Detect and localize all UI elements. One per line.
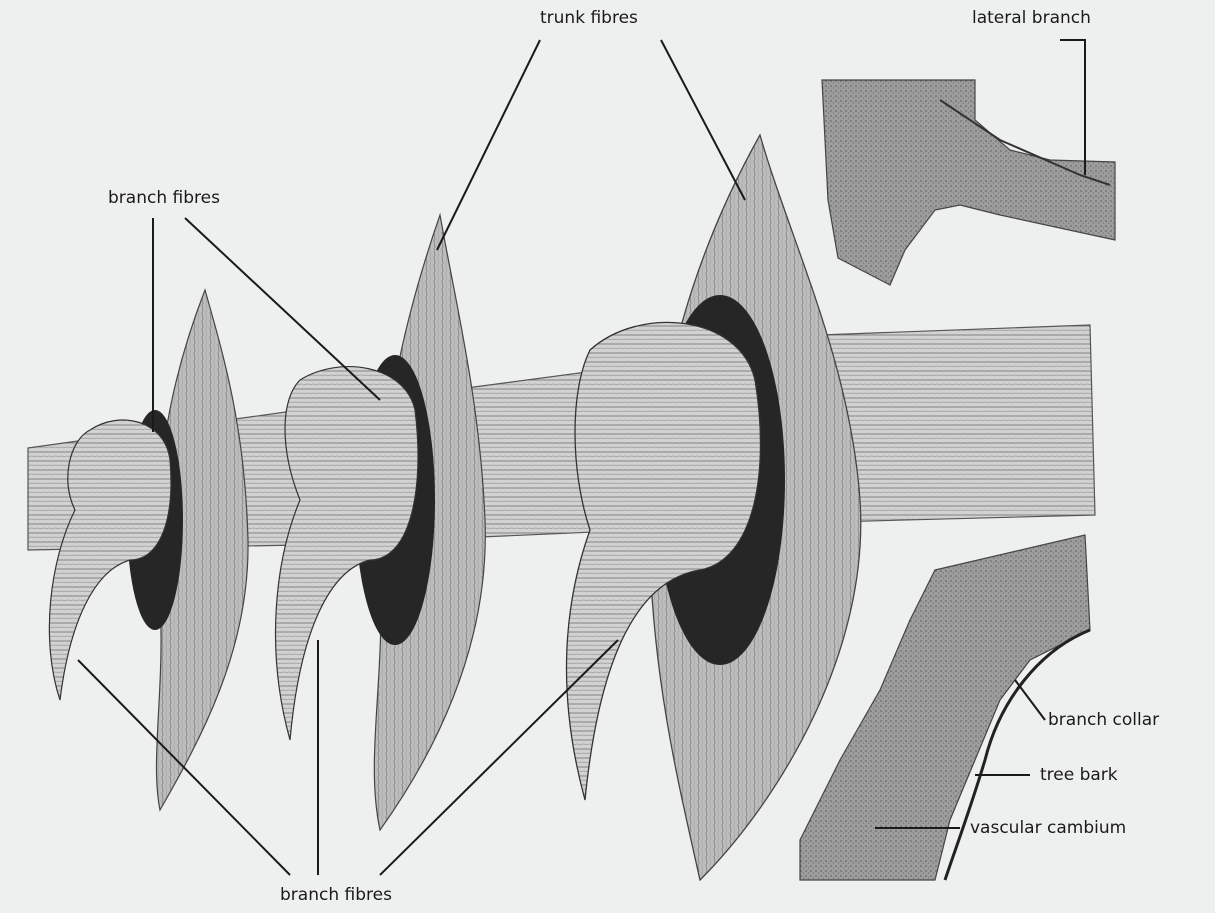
label-branch-fibres-top: branch fibres	[108, 188, 220, 208]
label-branch-collar: branch collar	[1048, 710, 1159, 730]
label-tree-bark: tree bark	[1040, 765, 1118, 785]
leader-trunk-fibres-right	[661, 40, 745, 200]
label-lateral-branch: lateral branch	[972, 8, 1091, 28]
label-vascular-cambium: vascular cambium	[970, 818, 1126, 838]
leader-branch-collar	[1015, 680, 1045, 720]
label-trunk-fibres: trunk fibres	[540, 8, 638, 28]
leader-trunk-fibres-left	[437, 40, 540, 250]
fibre-sheath-2	[276, 215, 486, 830]
label-branch-fibres-bottom: branch fibres	[280, 885, 392, 905]
fibre-sheath-3	[566, 135, 860, 880]
lateral-branch-section	[822, 80, 1115, 285]
leader-lateral-branch	[1060, 40, 1085, 175]
